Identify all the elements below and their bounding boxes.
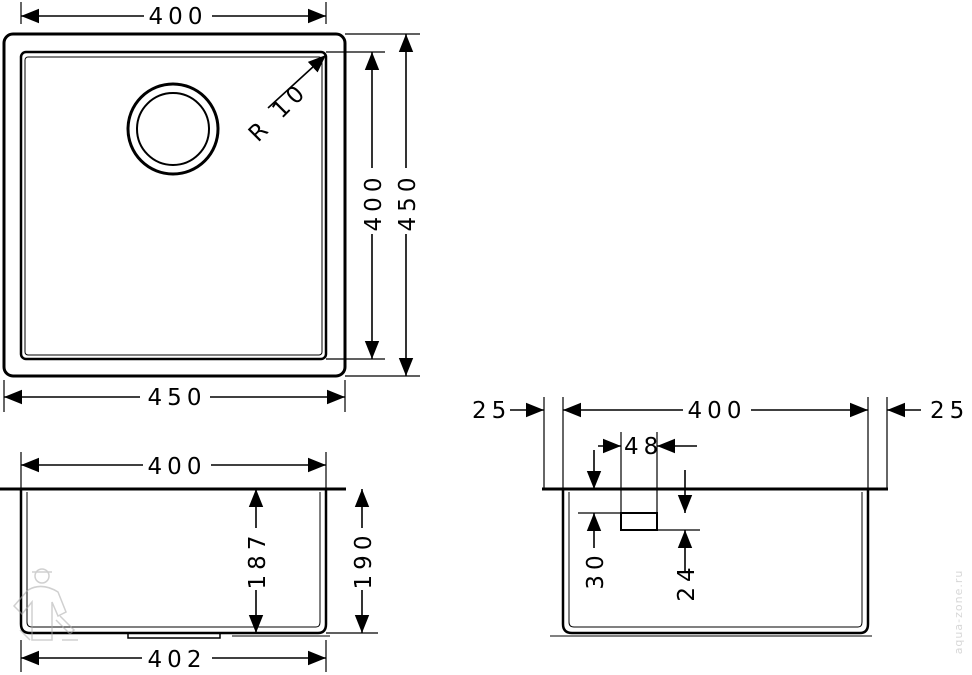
side-view: 25 400 25 48 30 24 (472, 396, 969, 637)
sink-inner-bowl-edge (24, 56, 323, 356)
radius-leader (267, 54, 327, 109)
dim-inner-height: 400 (361, 173, 387, 232)
dim-outer-height: 450 (395, 173, 421, 232)
dim-front-bottom-width: 402 (148, 647, 207, 673)
dim-front-width: 400 (148, 454, 207, 480)
front-view: 400 402 187 190 (0, 452, 378, 673)
radius-label: R 10 (244, 78, 314, 148)
sink-outer-rim (2, 32, 347, 378)
front-bowl (19, 489, 328, 635)
side-drain-slot (620, 512, 658, 531)
sink-inner-bowl (19, 50, 328, 361)
dim-outer-width: 450 (148, 385, 207, 411)
drain-inner-ring (136, 92, 210, 166)
dim-top-width: 400 (149, 4, 208, 30)
dim-drain-width: 48 (624, 434, 663, 460)
watermark: aqua-zone.ru (12, 568, 965, 655)
dim-drain-height: 24 (674, 562, 700, 601)
top-view: R 10 400 450 400 450 (2, 2, 421, 412)
dim-side-left-margin: 25 (472, 398, 511, 424)
dim-side-right-margin: 25 (930, 398, 969, 424)
front-drain-boss (127, 632, 221, 639)
drain-outer-ring (126, 82, 220, 176)
dim-outer-depth: 190 (351, 531, 377, 590)
watermark-text: aqua-zone.ru (952, 570, 965, 655)
dim-drain-offset: 30 (583, 550, 609, 589)
dim-side-width: 400 (688, 398, 747, 424)
side-bowl (561, 489, 870, 635)
dim-inner-depth: 187 (245, 531, 271, 590)
plumber-logo-icon (12, 568, 78, 641)
